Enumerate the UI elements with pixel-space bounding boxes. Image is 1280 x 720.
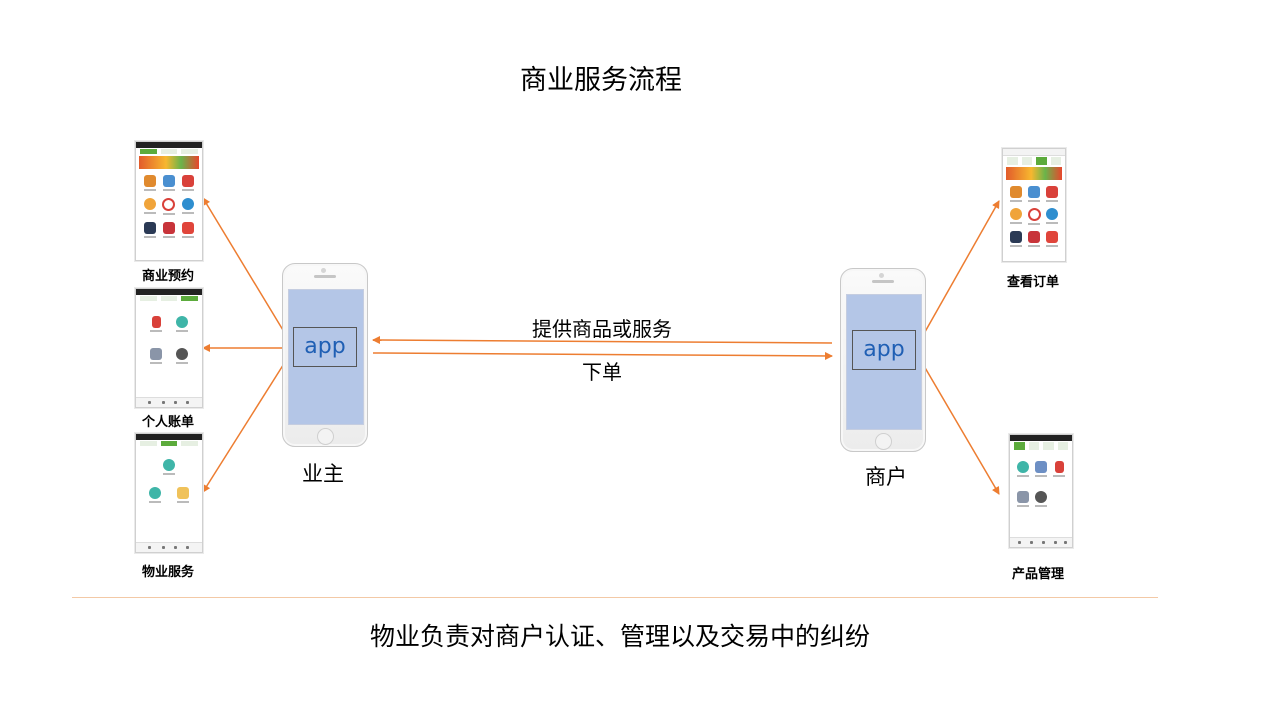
banner-image [139, 156, 199, 169]
owner-app-box: app [293, 327, 357, 367]
footer-note: 物业负责对商户认证、管理以及交易中的纠纷 [369, 622, 870, 651]
caption-property-service: 物业服务 [141, 565, 194, 580]
donut-icon [143, 198, 156, 210]
caption-business-booking: 商业预约 [141, 269, 194, 284]
status-bar [136, 289, 202, 295]
donut-icon [1010, 208, 1022, 220]
caption-personal-bill: 个人账单 [141, 415, 194, 430]
caption-view-orders: 查看订单 [1006, 275, 1059, 290]
merchant-phone: app [840, 268, 926, 452]
arrow-to-property-service [202, 350, 293, 493]
cloud-check-icon [149, 487, 161, 499]
arrow-place-order [372, 351, 833, 360]
screenshot-product-management [1009, 434, 1073, 548]
settings-icon [176, 348, 188, 360]
mail-icon [177, 487, 189, 499]
phone-camera [879, 273, 884, 278]
shop-icon [162, 175, 175, 187]
owner-label: 业主 [302, 462, 344, 486]
bookmark-icon [1054, 461, 1064, 473]
phone-speaker [872, 280, 894, 283]
tab-strip [138, 149, 200, 154]
status-bar [136, 142, 202, 148]
bag-icon [182, 175, 195, 187]
document-icon [1034, 461, 1047, 473]
home-button [317, 428, 334, 445]
diagram-title: 商业服务流程 [0, 58, 1200, 97]
book-icon [1010, 231, 1022, 243]
arrow-to-product-management [916, 353, 1000, 495]
owner-phone: app [282, 263, 368, 447]
title-text: 商业服务流程 [520, 65, 682, 96]
screenshot-property-service [135, 433, 203, 553]
tab-strip [1005, 157, 1063, 165]
tab-strip [138, 296, 200, 301]
cloud-upload-icon [163, 459, 175, 471]
icon-grid [136, 171, 202, 242]
nav-bar [136, 397, 202, 407]
wash-icon [182, 198, 195, 210]
calculator-icon [1016, 491, 1029, 503]
merchant-label: 商户 [865, 465, 907, 489]
wash-icon [1046, 208, 1058, 220]
gift-icon [162, 222, 175, 234]
nav-bar [1010, 537, 1072, 547]
flow-label-provide: 提供商品或服务 [532, 317, 672, 341]
icon-grid [1003, 182, 1065, 251]
food-icon [143, 175, 156, 187]
phone-screen [288, 289, 364, 425]
arrow-provide-service [372, 336, 833, 345]
gift-icon [1028, 231, 1040, 243]
status-bar [136, 434, 202, 440]
tab-strip [1012, 442, 1070, 450]
address-bar [1003, 149, 1065, 156]
banner-image [1006, 167, 1062, 180]
merchant-app-box: app [852, 330, 916, 370]
clock-icon [1027, 208, 1041, 221]
shop-icon [1028, 186, 1040, 198]
caption-product-management: 产品管理 [1011, 567, 1064, 582]
icon-grid [1010, 451, 1072, 517]
bag-icon [1046, 186, 1058, 198]
phone-camera [321, 268, 326, 273]
icon-area [136, 447, 202, 475]
flow-label-order: 下单 [582, 360, 622, 384]
clock-icon [162, 198, 176, 211]
home-button [875, 433, 892, 450]
divider-line [72, 597, 1158, 598]
cloud-icon [1016, 461, 1029, 473]
food-icon [1010, 186, 1022, 198]
medical-icon [1046, 231, 1058, 243]
bookmark-icon [151, 316, 161, 328]
tab-strip [138, 441, 200, 446]
arrow-to-view-orders [916, 200, 1000, 347]
icon-grid [136, 475, 202, 515]
cloud-check-icon [176, 316, 188, 328]
screenshot-personal-bill [135, 288, 203, 408]
arrow-to-business-booking [202, 197, 293, 346]
icon-grid [136, 302, 202, 378]
settings-icon [1034, 491, 1047, 503]
screenshot-view-orders [1002, 148, 1066, 262]
nav-bar [136, 542, 202, 552]
calculator-icon [150, 348, 162, 360]
phone-speaker [314, 275, 336, 278]
book-icon [143, 222, 156, 234]
phone-screen [846, 294, 922, 430]
screenshot-business-booking [135, 141, 203, 261]
status-bar [1010, 435, 1072, 441]
medical-icon [182, 222, 195, 234]
